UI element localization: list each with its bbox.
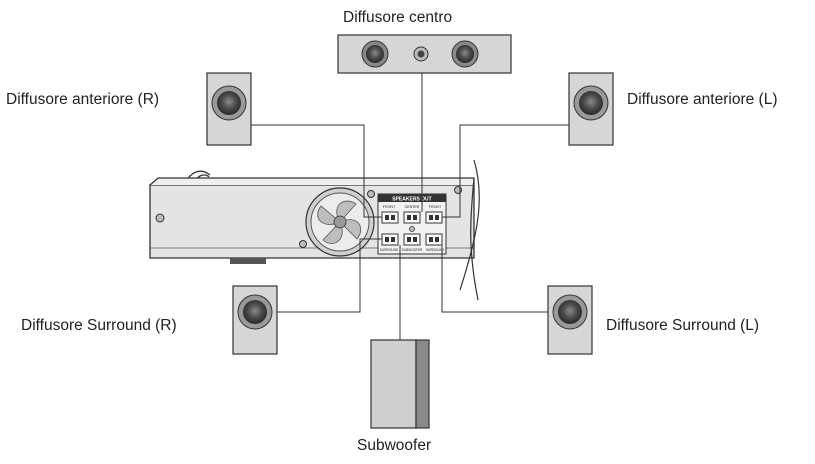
wire-surround-left <box>441 245 548 313</box>
speakers-out-panel: SPEAKERS OUT FRONT CENTER FRONT SURROUND… <box>377 193 447 255</box>
panel-label-surround-r: SURROUND <box>380 248 399 252</box>
panel-label-surround-l: SURROUND <box>426 248 445 252</box>
panel-label-front-l: FRONT <box>429 205 442 209</box>
label-surround-right-speaker: Diffusore Surround (R) <box>21 317 177 334</box>
panel-label-center: CENTER <box>405 205 420 209</box>
panel-label-front-r: FRONT <box>383 205 396 209</box>
label-center-speaker: Diffusore centro <box>343 9 453 26</box>
panel-label-subwoofer: SUBWOOFER <box>402 248 424 252</box>
cooling-fan <box>305 187 375 257</box>
wire-front-right <box>251 124 382 218</box>
label-front-left-speaker: Diffusore anteriore (L) <box>627 91 778 108</box>
center-speaker <box>337 34 512 74</box>
front-right-speaker <box>206 72 252 146</box>
connection-wires <box>251 73 569 340</box>
front-left-speaker <box>568 72 614 146</box>
label-subwoofer: Subwoofer <box>357 437 432 454</box>
surround-right-speaker <box>232 285 278 355</box>
wire-surround-right <box>277 238 382 313</box>
label-front-right-speaker: Diffusore anteriore (R) <box>6 91 160 108</box>
wire-front-left <box>442 124 569 218</box>
receiver-unit: SPEAKERS OUT FRONT CENTER FRONT SURROUND… <box>149 159 480 301</box>
panel-title: SPEAKERS OUT <box>392 197 431 203</box>
surround-left-speaker <box>547 285 593 355</box>
subwoofer-speaker <box>370 339 430 429</box>
label-surround-left-speaker: Diffusore Surround (L) <box>606 317 760 334</box>
